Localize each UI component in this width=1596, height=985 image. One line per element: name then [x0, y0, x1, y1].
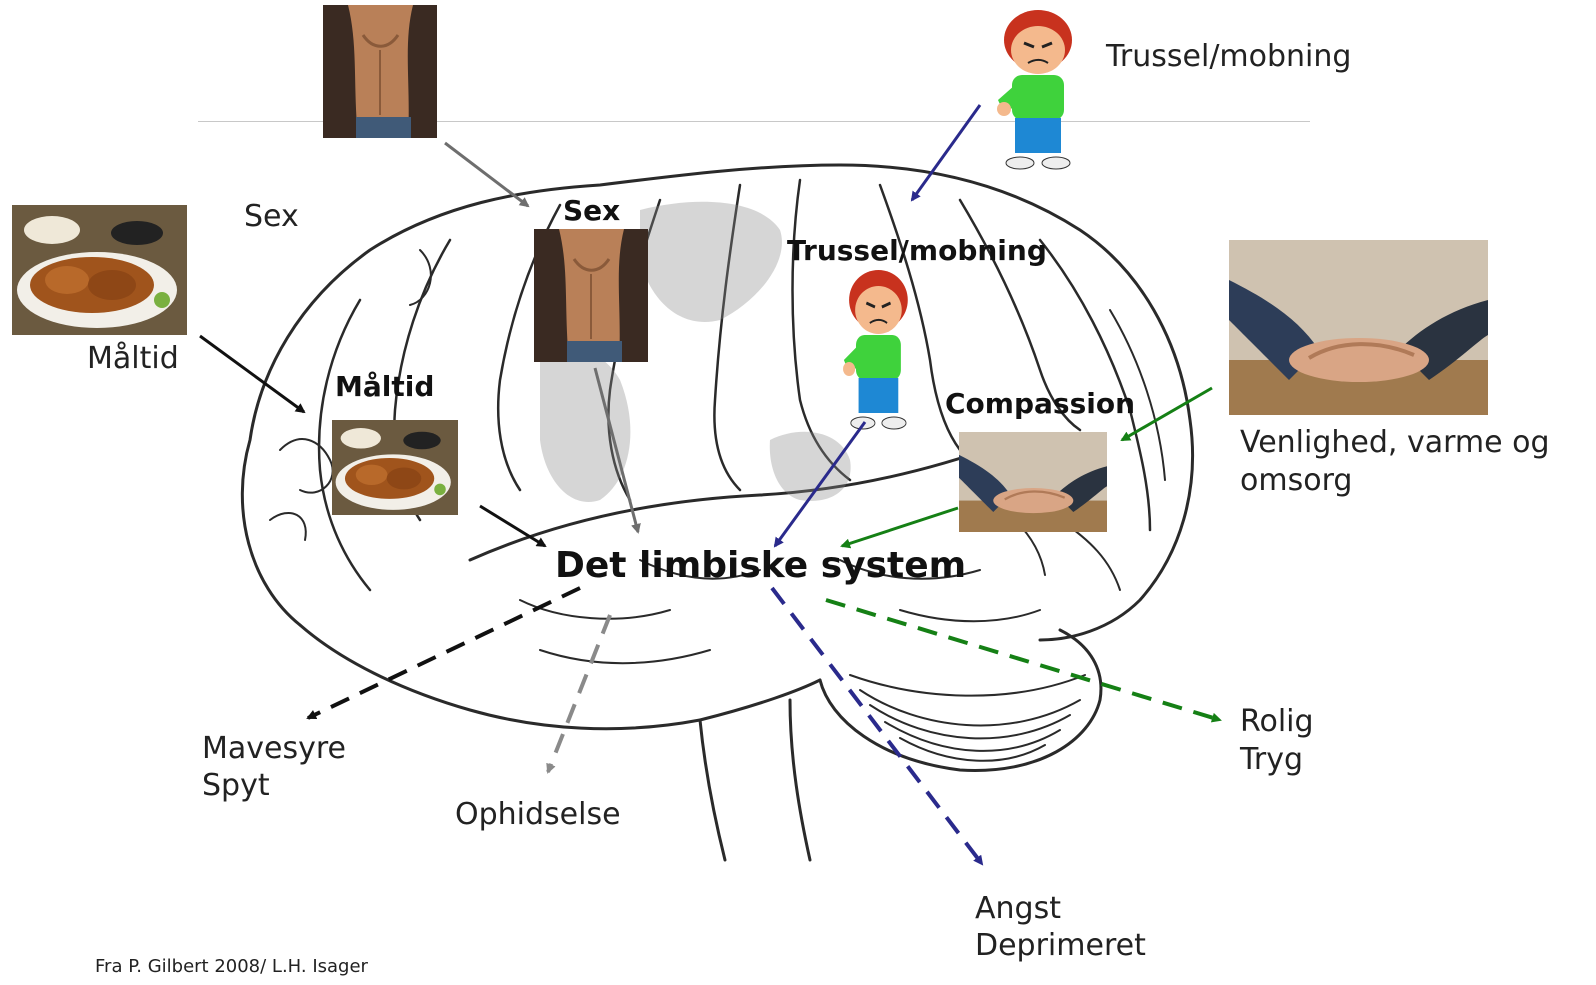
label-sex-inner: Sex	[563, 194, 620, 227]
arrow-to-arousal	[548, 615, 610, 772]
label-stomach-line2: Spyt	[202, 767, 270, 805]
label-calm-line1: Rolig	[1240, 703, 1314, 741]
arrow-sex-inner	[595, 368, 638, 532]
label-threat-inner: Trussel/mobning	[787, 234, 1047, 267]
label-anxiety-line1: Angst	[975, 890, 1061, 928]
label-kindness-line1: Venlighed, varme og	[1240, 424, 1550, 462]
label-limbic-system: Det limbiske system	[555, 545, 966, 586]
arrow-meal-inner	[480, 506, 545, 546]
label-threat-outer: Trussel/mobning	[1106, 38, 1351, 76]
arrow-compassion-inner	[842, 508, 958, 546]
arrow-threat-outer	[912, 105, 980, 200]
arrow-to-stomach	[308, 588, 580, 718]
label-compassion-inner: Compassion	[945, 387, 1135, 420]
arrow-sex-outer	[445, 143, 528, 206]
label-anxiety-line2: Deprimeret	[975, 927, 1146, 965]
source-credit: Fra P. Gilbert 2008/ L.H. Isager	[95, 956, 368, 977]
label-arousal: Ophidselse	[455, 796, 621, 834]
label-calm-line2: Tryg	[1240, 741, 1303, 779]
label-sex-outer: Sex	[244, 198, 299, 236]
label-kindness-line2: omsorg	[1240, 462, 1352, 500]
label-meal-inner: Måltid	[335, 370, 434, 403]
arrow-meal-outer	[200, 336, 304, 412]
label-stomach-line1: Mavesyre	[202, 730, 346, 768]
arrow-to-calm	[826, 600, 1220, 720]
arrow-threat-inner	[775, 422, 865, 546]
arrow-compassion-outer	[1122, 388, 1212, 440]
arrow-to-anxiety	[772, 588, 982, 864]
label-meal-outer: Måltid	[87, 340, 179, 378]
